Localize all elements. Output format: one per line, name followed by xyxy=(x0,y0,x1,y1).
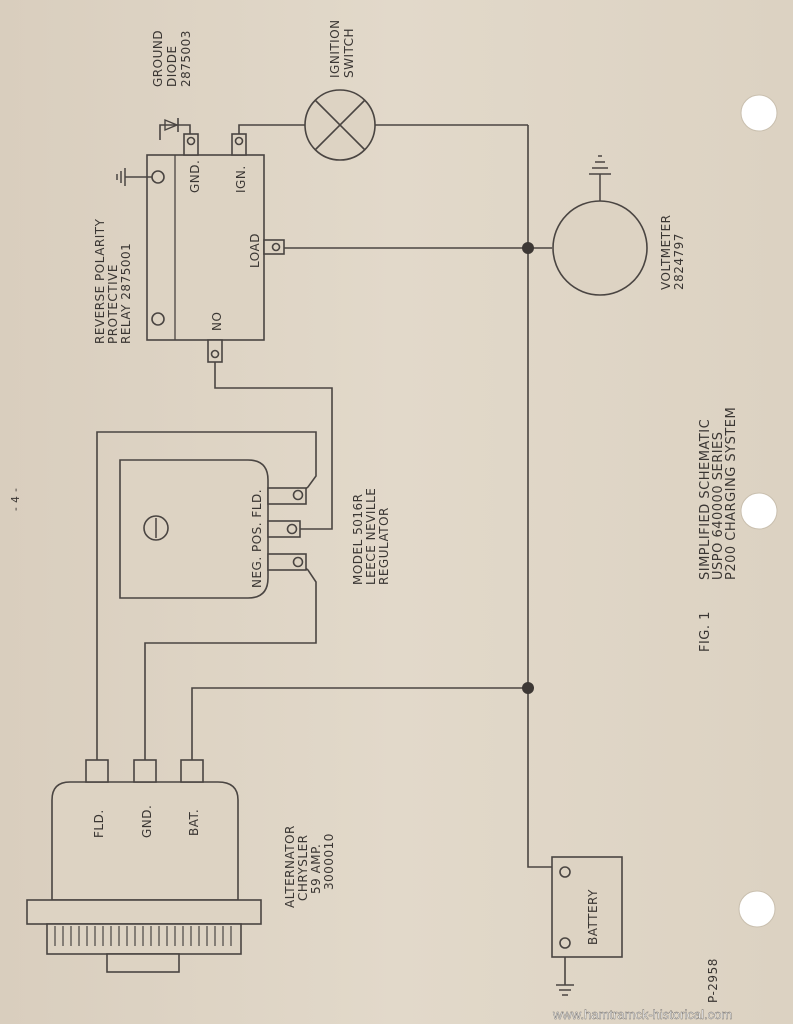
ignition-switch-line1: IGNITION xyxy=(328,19,342,78)
regulator-line2: LEECE NEVILLE xyxy=(364,488,378,585)
regulator-line1: MODEL 5016R xyxy=(351,494,365,586)
binder-hole-top xyxy=(740,94,778,132)
alternator-term-bat: BAT. xyxy=(187,809,201,836)
relay-term-load: LOAD xyxy=(248,233,262,268)
bat-wire xyxy=(191,687,528,760)
ground-diode-part: 2875003 xyxy=(179,30,193,87)
junction-dot-bat xyxy=(522,682,534,694)
drawing-number: P-2958 xyxy=(706,958,720,1003)
ign-to-switch-wire xyxy=(238,124,305,134)
voltmeter-label: VOLTMETER xyxy=(659,215,673,291)
relay-term-gnd: GND. xyxy=(188,160,202,193)
relay-label-line1: REVERSE POLARITY xyxy=(93,218,107,344)
alternator-fins xyxy=(54,926,232,946)
battery-label: BATTERY xyxy=(586,889,600,945)
caption-line3: P200 CHARGING SYSTEM xyxy=(724,407,739,580)
voltmeter-part: 2824797 xyxy=(672,233,686,290)
ignition-switch-symbol xyxy=(304,89,376,161)
relay-label-line3: RELAY 2875001 xyxy=(119,243,133,344)
alternator-line1: ALTERNATOR xyxy=(283,825,297,908)
alternator-line4: 3000010 xyxy=(322,833,336,890)
alternator-term-gnd: GND. xyxy=(140,805,154,838)
ground-diode xyxy=(159,118,191,140)
voltmeter-symbol xyxy=(552,155,648,296)
page-number: - 4 - xyxy=(10,488,22,511)
alternator-line2: CHRYSLER xyxy=(296,834,310,901)
alternator-line3: 59 AMP. xyxy=(309,844,323,894)
alternator-body xyxy=(26,759,262,973)
relay-term-ign: IGN. xyxy=(234,165,248,193)
junction-dot-load xyxy=(522,242,534,254)
relay-label-line2: PROTECTIVE xyxy=(106,264,120,344)
binder-hole-middle xyxy=(740,492,778,530)
watermark: www.hamtramck-historical.com xyxy=(552,1007,732,1022)
ignition-switch-line2: SWITCH xyxy=(342,28,356,78)
figure-number: FIG. 1 xyxy=(698,611,713,652)
relay-term-no: NO xyxy=(210,312,224,331)
regulator-line3: REGULATOR xyxy=(377,507,391,585)
battery-box xyxy=(551,856,623,958)
ground-diode-line1: GROUND xyxy=(151,30,165,87)
relay-ground-symbol xyxy=(116,168,152,186)
caption-line1: SIMPLIFIED SCHEMATIC xyxy=(698,419,713,580)
regulator-box xyxy=(119,459,307,599)
relay-box xyxy=(146,133,285,363)
battery-ground-symbol xyxy=(556,984,574,996)
regulator-terminals: NEG. POS. FLD. xyxy=(250,489,264,588)
binder-hole-bottom xyxy=(738,890,776,928)
caption-line2: USPO 640000 SERIES xyxy=(711,431,726,580)
ground-diode-line2: DIODE xyxy=(165,45,179,87)
alternator-term-fld: FLD. xyxy=(92,809,106,838)
no-to-pos-wire xyxy=(214,362,333,530)
